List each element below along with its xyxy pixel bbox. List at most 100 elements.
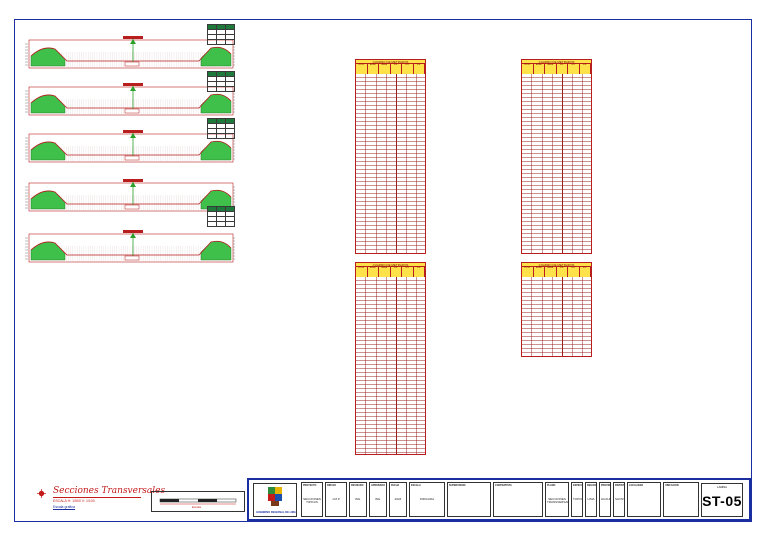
title-block-cell: DIBUJO J.M.P bbox=[325, 482, 347, 517]
title-block-cell: LOCALIDAD bbox=[627, 482, 661, 517]
title-block-cell: DISTRITO SAYAN bbox=[613, 482, 625, 517]
elevation-label-box bbox=[124, 155, 140, 161]
drawing-stamp: Secciones Transversales ESCALA H: 1/500 … bbox=[35, 486, 165, 514]
sheet-code: ST-05 bbox=[702, 493, 742, 509]
title-block-cell-value: HUAURA bbox=[601, 497, 610, 501]
elevation-label-box bbox=[124, 204, 140, 210]
volume-table-column: AREA bbox=[545, 64, 557, 74]
section-frame bbox=[28, 133, 234, 163]
volume-table-column: AREA bbox=[368, 267, 379, 277]
institution-logo-cell: GOBIERNO REGIONAL DE LIMA bbox=[253, 483, 297, 517]
volume-table-column: VOL bbox=[402, 267, 414, 277]
area-summary-table bbox=[207, 118, 235, 139]
volume-table-column: AREA bbox=[534, 64, 545, 74]
station-label-box bbox=[123, 83, 143, 86]
volume-table-column: VOL bbox=[568, 267, 580, 277]
section-frame bbox=[28, 233, 234, 263]
title-block-cell-label: PLANO bbox=[547, 484, 556, 487]
area-summary-table bbox=[207, 71, 235, 92]
stamp-scale: ESCALA H: 1/500 V: 1/100 bbox=[53, 499, 95, 503]
volume-table-column: VOL bbox=[580, 64, 591, 74]
station-label-box bbox=[123, 230, 143, 233]
title-block-cell-label: APROBADO bbox=[371, 484, 385, 487]
institution-logo-icon bbox=[268, 487, 282, 506]
title-block-cell-value: 2024 bbox=[394, 497, 402, 501]
embankment-left bbox=[30, 47, 66, 67]
stamp-title: Secciones Transversales bbox=[53, 486, 166, 496]
volume-table-column: AREA bbox=[545, 267, 557, 277]
cross-section bbox=[25, 83, 235, 119]
title-block-cell-value: ING. bbox=[354, 497, 362, 501]
title-block-cell: APROBADO ING. bbox=[369, 482, 387, 517]
section-frame bbox=[28, 86, 234, 116]
title-block-cell-value: J.M.P bbox=[332, 497, 340, 501]
title-block-cell-label: REGION bbox=[587, 484, 597, 487]
title-block-cell: ESCALA INDICADA bbox=[409, 482, 445, 517]
section-frame bbox=[28, 182, 234, 212]
scale-bar-label: Escala bbox=[192, 505, 202, 509]
volume-table-column: VOL bbox=[557, 267, 568, 277]
sheet-code-label: LAMINA bbox=[717, 486, 727, 489]
volume-table-title: CUADRO DE METRADOS bbox=[355, 59, 426, 64]
scale-bar-graphic bbox=[159, 498, 237, 505]
station-label-box bbox=[123, 179, 143, 182]
volume-table-title: CUADRO DE METRADOS bbox=[521, 262, 592, 267]
title-block-cell: REGION LIMA bbox=[585, 482, 597, 517]
cross-section bbox=[25, 130, 235, 166]
volume-table-title: CUADRO DE METRADOS bbox=[355, 262, 426, 267]
title-block-cell-value: ING. bbox=[374, 497, 382, 501]
title-block-cell: PROVINCIA HUAURA bbox=[599, 482, 611, 517]
title-block-cell-label: FECHA bbox=[391, 484, 400, 487]
volume-table-body bbox=[355, 74, 426, 254]
station-label-box bbox=[123, 130, 143, 133]
sheet-code-cell: LAMINA ST-05 bbox=[701, 483, 743, 517]
title-block-cell-value: TOPOGRAFIA bbox=[573, 497, 583, 501]
station-label-box bbox=[123, 36, 143, 39]
title-block-cell-label: DIBUJO bbox=[327, 484, 337, 487]
volume-table-column: AREA bbox=[534, 267, 545, 277]
title-block-cell-label: LOCALIDAD bbox=[629, 484, 644, 487]
volume-table-body bbox=[521, 74, 592, 254]
volume-table-column: VOL bbox=[557, 64, 568, 74]
title-block-cell-value: INDICADA bbox=[419, 497, 435, 501]
cross-section bbox=[25, 179, 235, 215]
graphic-scale: Escala bbox=[151, 491, 245, 512]
title-block-cell-value: LIMA bbox=[587, 497, 595, 501]
embankment-left bbox=[30, 141, 66, 161]
elevation-label-box bbox=[124, 108, 140, 114]
institution-name: GOBIERNO REGIONAL DE LIMA bbox=[256, 511, 296, 514]
embankment-left bbox=[30, 94, 66, 114]
title-block-cell-label: PROVINCIA bbox=[601, 484, 611, 487]
volume-table-column: AREA bbox=[379, 267, 391, 277]
stamp-scale-sub: Escala grafica bbox=[53, 505, 75, 509]
section-frame bbox=[28, 39, 234, 69]
volume-table-column: PROG bbox=[522, 64, 534, 74]
volume-table-column: VOL bbox=[580, 267, 591, 277]
elevation-label-box bbox=[124, 61, 140, 67]
volume-table-column: VOL bbox=[414, 267, 425, 277]
title-block-cell: CONTRATISTA bbox=[493, 482, 543, 517]
stamp-underline bbox=[53, 497, 141, 499]
cross-section bbox=[25, 36, 235, 72]
volume-table-column: VOL bbox=[391, 267, 402, 277]
title-block-cell: SUPERVISION bbox=[447, 482, 491, 517]
title-block-cell-label: DISTRITO bbox=[615, 484, 625, 487]
title-block-cell: FECHA 2024 bbox=[389, 482, 407, 517]
title-block-cell: ESPECIALIDADTOPOGRAFIA bbox=[571, 482, 583, 517]
volume-table-column: PROG bbox=[522, 267, 534, 277]
title-block-cell-value: SAYAN bbox=[615, 497, 625, 501]
embankment-left bbox=[30, 190, 66, 210]
title-block-cell-label: ESCALA bbox=[411, 484, 421, 487]
volume-table-body bbox=[521, 277, 592, 357]
volume-table-column: VOL bbox=[414, 64, 425, 74]
